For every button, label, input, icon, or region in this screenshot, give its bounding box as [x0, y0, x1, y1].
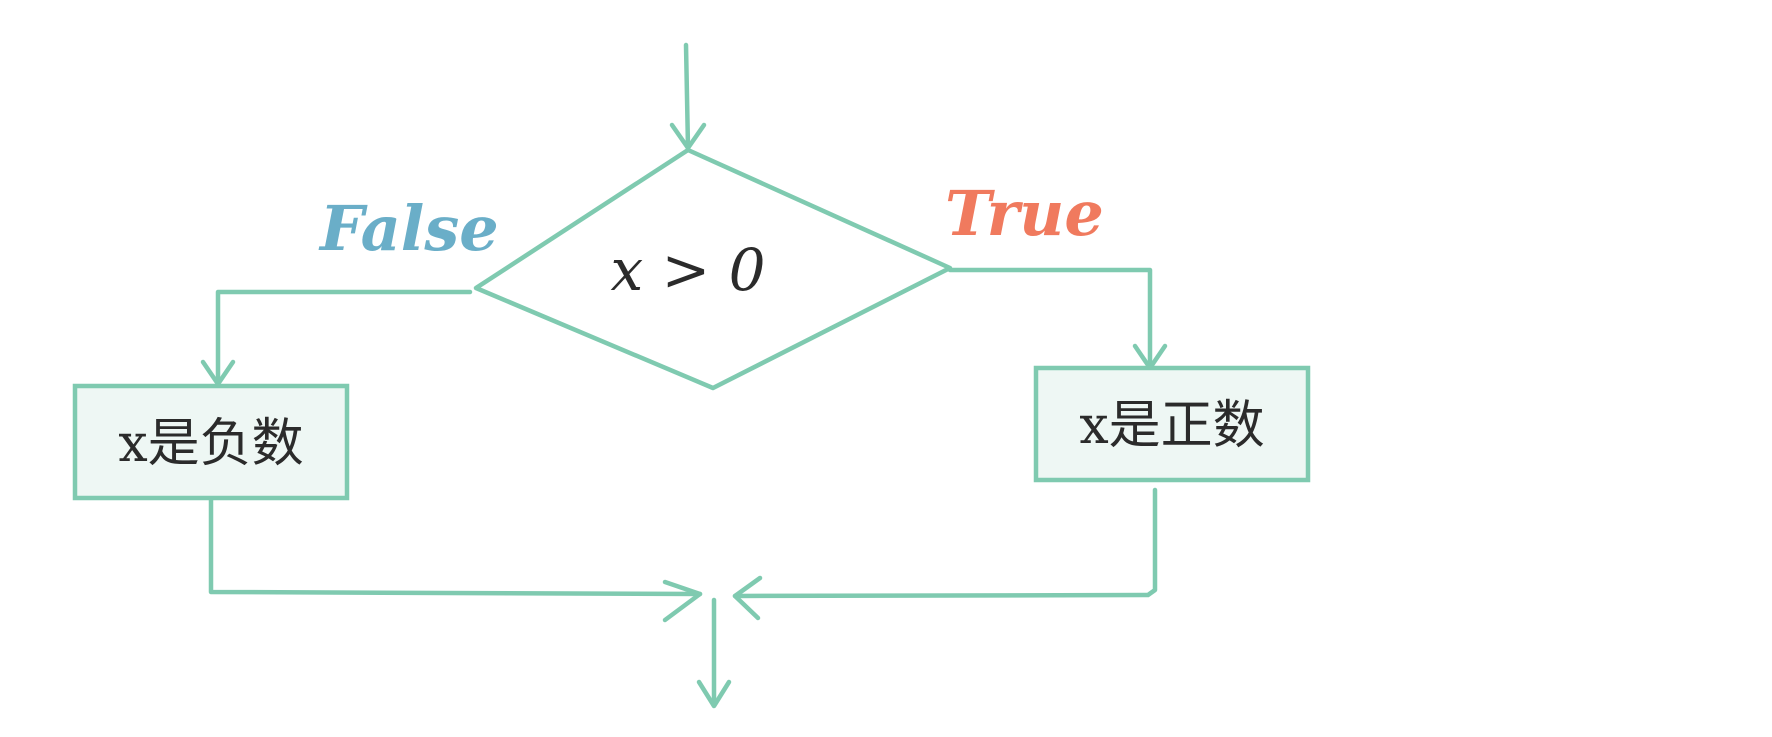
false-branch-edge — [215, 289, 473, 385]
false-process-box — [72, 383, 350, 501]
true-merge-edge — [732, 487, 1158, 599]
false-label: False — [318, 192, 499, 265]
false-merge-arrowhead — [662, 579, 703, 623]
exit-arrowhead — [696, 679, 732, 709]
true-branch-edge — [947, 267, 1153, 369]
decision-diamond — [473, 147, 953, 391]
entry-edge — [683, 42, 691, 151]
false-process-text: x是负数 — [118, 414, 303, 474]
true-process-box — [1033, 365, 1311, 483]
true-merge-arrowhead — [732, 575, 763, 621]
false-merge-edge — [208, 497, 703, 597]
condition-text: x > 0 — [610, 236, 765, 304]
true-process-text: x是正数 — [1079, 396, 1264, 456]
true-label: True — [945, 177, 1104, 250]
